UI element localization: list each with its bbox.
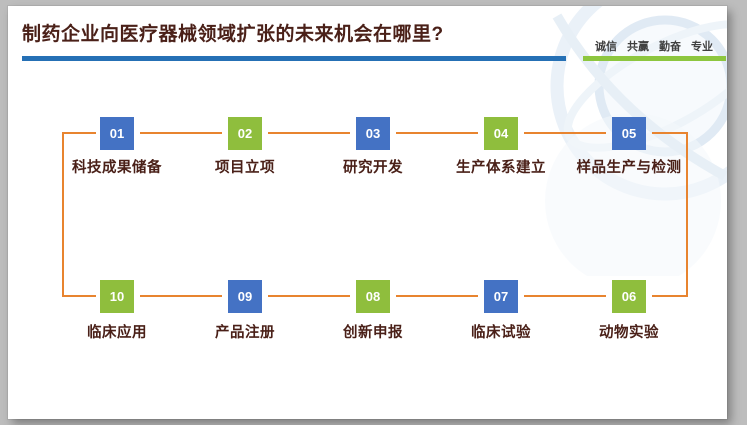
step-number-box: 09	[228, 280, 262, 313]
step-number-box: 10	[100, 280, 134, 313]
title-underline	[22, 56, 566, 61]
step-label: 科技成果储备	[72, 160, 162, 176]
connector-line	[62, 295, 96, 297]
connector-line	[62, 132, 96, 134]
slogan-word: 共赢	[627, 41, 649, 53]
connector-line	[524, 132, 606, 134]
step-number-box: 03	[356, 117, 390, 150]
step-label: 临床试验	[471, 325, 531, 341]
step-number-box: 05	[612, 117, 646, 150]
step-label: 动物实验	[599, 325, 659, 341]
slogan-underline	[583, 56, 726, 61]
connector-line	[396, 295, 478, 297]
page-title: 制药企业向医疗器械领域扩张的未来机会在哪里?	[22, 24, 444, 45]
step-label: 创新申报	[343, 325, 403, 341]
connector-line	[652, 295, 688, 297]
slogan-word: 诚信	[595, 41, 617, 53]
connector-line	[686, 132, 688, 297]
connector-line	[62, 132, 64, 297]
step-number-box: 07	[484, 280, 518, 313]
step-number-box: 04	[484, 117, 518, 150]
step-label: 临床应用	[87, 325, 147, 341]
presentation-slide: 制药企业向医疗器械领域扩张的未来机会在哪里? 诚信 共赢 勤奋 专业 01 科技…	[8, 6, 727, 419]
connector-line	[268, 132, 350, 134]
connector-line	[140, 132, 222, 134]
connector-line	[652, 132, 688, 134]
connector-line	[268, 295, 350, 297]
step-label: 样品生产与检测	[576, 160, 682, 176]
slogan-word: 专业	[691, 41, 713, 53]
step-label: 研究开发	[343, 160, 403, 176]
connector-line	[524, 295, 606, 297]
step-number-box: 08	[356, 280, 390, 313]
connector-line	[140, 295, 222, 297]
step-label: 项目立项	[215, 160, 275, 176]
step-label: 生产体系建立	[456, 160, 546, 176]
slogan-word: 勤奋	[659, 41, 681, 53]
step-label: 产品注册	[215, 325, 275, 341]
step-number-box: 02	[228, 117, 262, 150]
connector-line	[396, 132, 478, 134]
company-slogan: 诚信 共赢 勤奋 专业	[595, 38, 713, 54]
step-number-box: 06	[612, 280, 646, 313]
step-number-box: 01	[100, 117, 134, 150]
